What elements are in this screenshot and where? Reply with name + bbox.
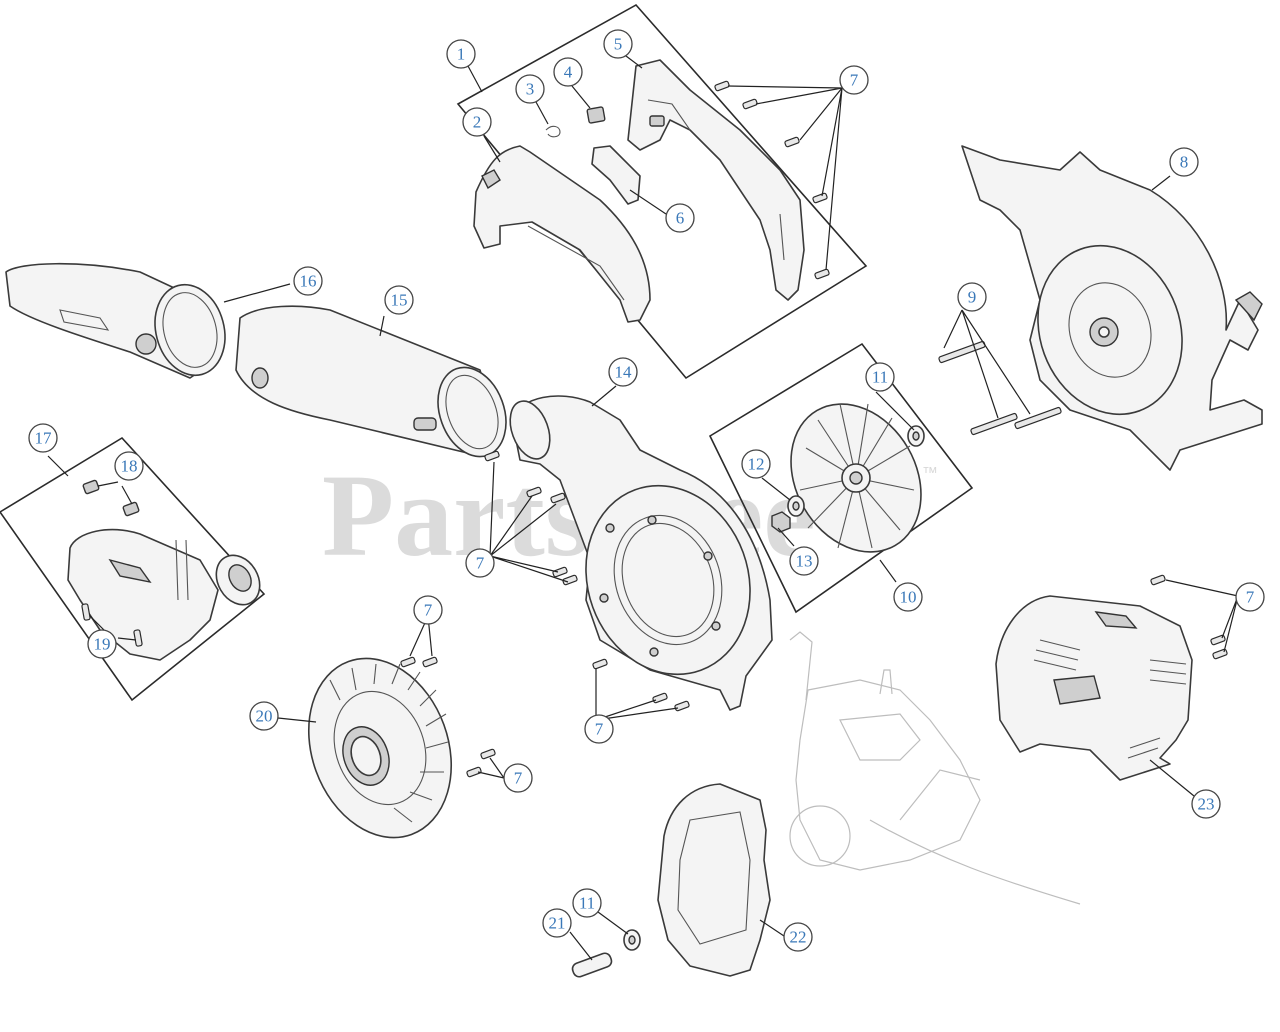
screws-filter-cover[interactable]	[400, 656, 496, 778]
part-12-washer[interactable]	[787, 495, 805, 517]
callout-11-lower-label: 11	[579, 894, 595, 913]
callout-14-label: 14	[615, 363, 633, 382]
screws-handle[interactable]	[714, 80, 830, 280]
callout-7-filter-top[interactable]: 7	[413, 595, 443, 625]
callout-8-label: 8	[1180, 153, 1189, 172]
callout-7-housing-label: 7	[476, 554, 485, 573]
part-18-clip[interactable]	[82, 479, 140, 517]
callout-18[interactable]: 18	[114, 451, 144, 481]
callout-4-label: 4	[564, 63, 573, 82]
callout-16-label: 16	[300, 272, 317, 291]
callout-23-label: 23	[1198, 795, 1215, 814]
callout-13-label: 13	[796, 552, 813, 571]
screws-rear-housing[interactable]	[938, 340, 1062, 436]
callout-16[interactable]: 16	[293, 266, 323, 296]
watermark-trademark: ™	[922, 465, 938, 482]
callout-21-label: 21	[549, 914, 566, 933]
part-6-trigger[interactable]	[591, 145, 641, 205]
callout-13[interactable]: 13	[789, 546, 819, 576]
callout-1[interactable]: 1	[446, 39, 476, 69]
callout-7-housing[interactable]: 7	[465, 548, 495, 578]
callout-12[interactable]: 12	[741, 449, 771, 479]
callout-10[interactable]: 10	[893, 582, 923, 612]
callout-17-label: 17	[35, 429, 53, 448]
callout-19-label: 19	[94, 635, 111, 654]
callout-8[interactable]: 8	[1169, 147, 1199, 177]
fuel-tank-box	[0, 436, 266, 702]
callout-2[interactable]: 2	[462, 107, 492, 137]
callout-7-housing-lower-label: 7	[595, 720, 604, 739]
callout-5[interactable]: 5	[603, 29, 633, 59]
leader-lines	[47, 55, 1239, 961]
fan-assembly-box	[708, 342, 974, 614]
callout-3[interactable]: 3	[515, 74, 545, 104]
callout-7-cover[interactable]: 7	[1235, 582, 1265, 612]
part-19-screws[interactable]	[81, 603, 143, 647]
screws-housing[interactable]	[484, 450, 690, 712]
callout-18-label: 18	[121, 457, 138, 476]
callout-7-filter-bottom[interactable]: 7	[503, 763, 533, 793]
part-11-washer[interactable]	[907, 425, 925, 447]
callout-10-label: 10	[900, 588, 917, 607]
callout-11-fan[interactable]: 11	[865, 362, 895, 392]
callout-11-fan-label: 11	[872, 368, 888, 387]
callout-11-lower[interactable]: 11	[572, 888, 602, 918]
callout-20[interactable]: 20	[249, 701, 279, 731]
callout-21[interactable]: 21	[542, 908, 572, 938]
part-5-handle-half[interactable]	[627, 59, 805, 301]
callout-7-cover-label: 7	[1246, 588, 1255, 607]
part-4-switch[interactable]	[586, 106, 606, 124]
callout-22-label: 22	[790, 928, 807, 947]
callout-20-label: 20	[256, 707, 273, 726]
callout-7-handle-label: 7	[850, 71, 859, 90]
callout-19[interactable]: 19	[87, 629, 117, 659]
callout-17[interactable]: 17	[28, 423, 58, 453]
part-13-nut[interactable]	[771, 511, 791, 533]
callout-15[interactable]: 15	[384, 285, 414, 315]
callout-5-label: 5	[614, 35, 623, 54]
callout-15-label: 15	[391, 291, 408, 310]
callout-6-label: 6	[676, 209, 685, 228]
part-17-fuel-tank[interactable]	[67, 528, 268, 661]
callout-12-label: 12	[748, 455, 765, 474]
callout-7-handle[interactable]: 7	[839, 65, 869, 95]
part-16-nozzle[interactable]	[5, 262, 235, 383]
callout-3-label: 3	[526, 80, 535, 99]
part-20-filter-cover[interactable]	[285, 638, 476, 857]
callout-2-label: 2	[473, 113, 482, 132]
callout-7-filter-bottom-label: 7	[514, 769, 523, 788]
callout-6[interactable]: 6	[665, 203, 695, 233]
part-21-pin[interactable]	[571, 952, 613, 979]
callout-1-label: 1	[457, 45, 466, 64]
callout-9[interactable]: 9	[957, 282, 987, 312]
callout-22[interactable]: 22	[783, 922, 813, 952]
part-15-tube[interactable]	[235, 305, 518, 466]
part-14-blower-housing[interactable]	[503, 395, 776, 711]
part-11-washer-lower[interactable]	[623, 929, 641, 951]
callout-14[interactable]: 14	[608, 357, 638, 387]
callout-7-housing-lower[interactable]: 7	[584, 714, 614, 744]
part-10-fan[interactable]	[765, 380, 947, 575]
part-22-back-plate[interactable]	[657, 783, 771, 977]
part-2-handle-half[interactable]	[473, 145, 651, 323]
callout-7-filter-top-label: 7	[424, 601, 433, 620]
part-3-spring[interactable]	[545, 125, 561, 138]
callout-9-label: 9	[968, 288, 977, 307]
engine-ghost	[789, 631, 1081, 905]
part-8-rear-housing[interactable]	[961, 145, 1263, 471]
part-23-engine-cover[interactable]	[995, 595, 1193, 781]
callout-4[interactable]: 4	[553, 57, 583, 87]
callout-23[interactable]: 23	[1191, 789, 1221, 819]
